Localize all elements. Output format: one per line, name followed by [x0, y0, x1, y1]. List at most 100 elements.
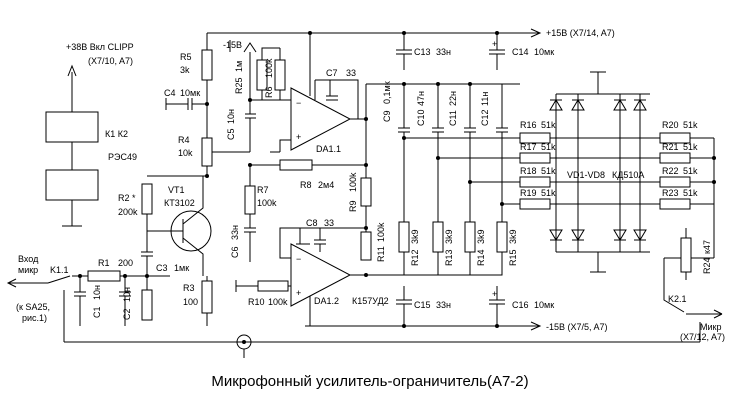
c9-capacitor [398, 84, 410, 222]
r3-ref: R3 [183, 283, 195, 293]
r17-value: 51k [541, 142, 556, 152]
junction-dots [78, 31, 716, 344]
c6-value: 33н [230, 225, 240, 240]
r19-ref: R19 [520, 188, 537, 198]
r7-ref: R7 [257, 185, 269, 195]
opamp-da1-1: − + [229, 33, 367, 200]
opamp-da1-2-label: DA1.2 [314, 296, 339, 306]
r4-potentiometer [201, 137, 213, 167]
r5-ref: R5 [180, 52, 192, 62]
feedback-network [244, 159, 372, 262]
r2-resistor [141, 183, 153, 215]
r18-resistor [519, 176, 551, 188]
c15-ref: C15 [414, 300, 431, 310]
c14-capacitor [489, 33, 505, 70]
r13-ref: R13 [444, 249, 454, 266]
c13-capacitor [396, 33, 412, 70]
r24-ref: R24 [702, 257, 712, 274]
c2-value: 10н [122, 287, 132, 302]
svg-text:−: − [296, 98, 301, 108]
r12-value: 3k9 [410, 229, 420, 244]
svg-text:+: + [492, 289, 497, 299]
r7-value: 100k [257, 198, 277, 208]
r4-ref: R4 [178, 135, 190, 145]
r1-resistor [87, 270, 121, 282]
r9-value: 100k [348, 172, 358, 192]
output-switch-label: K2.1 [668, 294, 687, 304]
r21-value: 51k [683, 142, 698, 152]
c7-capacitor [326, 80, 338, 101]
r5-value: 3k [180, 65, 190, 75]
r11-value: 100k [376, 222, 386, 242]
diagram-caption: Микрофонный усилитель-ограничитель(А7-2) [211, 373, 529, 390]
r9-resistor [360, 177, 372, 207]
transistor-vt1 [141, 175, 213, 326]
ground-symbol [236, 334, 252, 358]
r19-value: 51k [541, 188, 556, 198]
c3-value: 1мк [174, 263, 189, 273]
c1-ref: C1 [92, 306, 102, 318]
r15-ref: R15 [508, 249, 518, 266]
transistor-type: КТ3102 [164, 198, 195, 208]
r6-value: 100k [264, 58, 274, 78]
c12-value: 11н [480, 92, 490, 106]
input-ref-1: (к SA25, [16, 302, 50, 312]
relay-supply-ref: (X7/10, A7) [88, 56, 133, 66]
diodes-ref: VD1-VD8 [567, 170, 605, 180]
c14-ref: C14 [512, 47, 529, 57]
plus15-arrow [530, 28, 542, 38]
c12-ref: C12 [480, 109, 490, 126]
c11-capacitor [464, 84, 476, 222]
input-switch-label: K1.1 [50, 265, 69, 275]
r17-resistor [519, 152, 551, 164]
opamp-type-label: К157УД2 [352, 296, 389, 306]
c15-value: 33н [436, 300, 451, 310]
r14-ref: R14 [476, 249, 486, 266]
r24-potentiometer [680, 237, 692, 273]
svg-text:+: + [296, 132, 301, 142]
r10-ref: R10 [248, 297, 265, 307]
r20-ref: R20 [662, 120, 679, 130]
r18-ref: R18 [520, 166, 537, 176]
svg-text:+: + [492, 39, 497, 49]
c6-capacitor [244, 214, 256, 262]
r2-value: 200k [118, 207, 138, 217]
c12-capacitor [496, 84, 508, 222]
minus15-top-label: -15В [223, 40, 242, 50]
r8-value: 2м4 [318, 180, 334, 190]
r8-ref: R8 [300, 180, 312, 190]
r18-value: 51k [541, 166, 556, 176]
r11-resistor [360, 231, 372, 261]
c5-ref: C5 [226, 128, 236, 140]
output-section [663, 204, 723, 342]
r7-resistor [244, 185, 256, 215]
r22-value: 51k [683, 166, 698, 176]
c1-value: 10н [92, 285, 102, 300]
relay-k1-k2 [45, 64, 99, 227]
c8-value: 33 [324, 218, 334, 228]
r21-resistor [659, 152, 691, 164]
r13-resistor [432, 221, 444, 253]
c4-capacitor [187, 98, 193, 110]
transistor-ref: VT1 [168, 185, 185, 195]
r25-ref: R25 [234, 77, 244, 94]
c4-value: 10мк [180, 88, 200, 98]
c13-ref: C13 [414, 47, 431, 57]
c13-value: 33н [436, 47, 451, 57]
input-label-1: Вход [18, 254, 39, 264]
r10-value: 100k [268, 297, 288, 307]
c10-ref: C10 [416, 109, 426, 126]
c14-value: 10мк [534, 47, 554, 57]
r20-value: 51k [683, 120, 698, 130]
c9-value: 0,1мк [382, 81, 392, 104]
r23-ref: R23 [662, 188, 679, 198]
svg-text:−: − [296, 254, 301, 264]
diodes-type: КД510А [612, 170, 644, 180]
r23-value: 51k [683, 188, 698, 198]
input-ref-2: рис.1) [22, 313, 47, 323]
r3-resistor [201, 280, 213, 314]
r6-resistor [274, 59, 286, 91]
c10-value: 47н [416, 91, 426, 106]
opamp-da1-2: − + [235, 226, 372, 326]
